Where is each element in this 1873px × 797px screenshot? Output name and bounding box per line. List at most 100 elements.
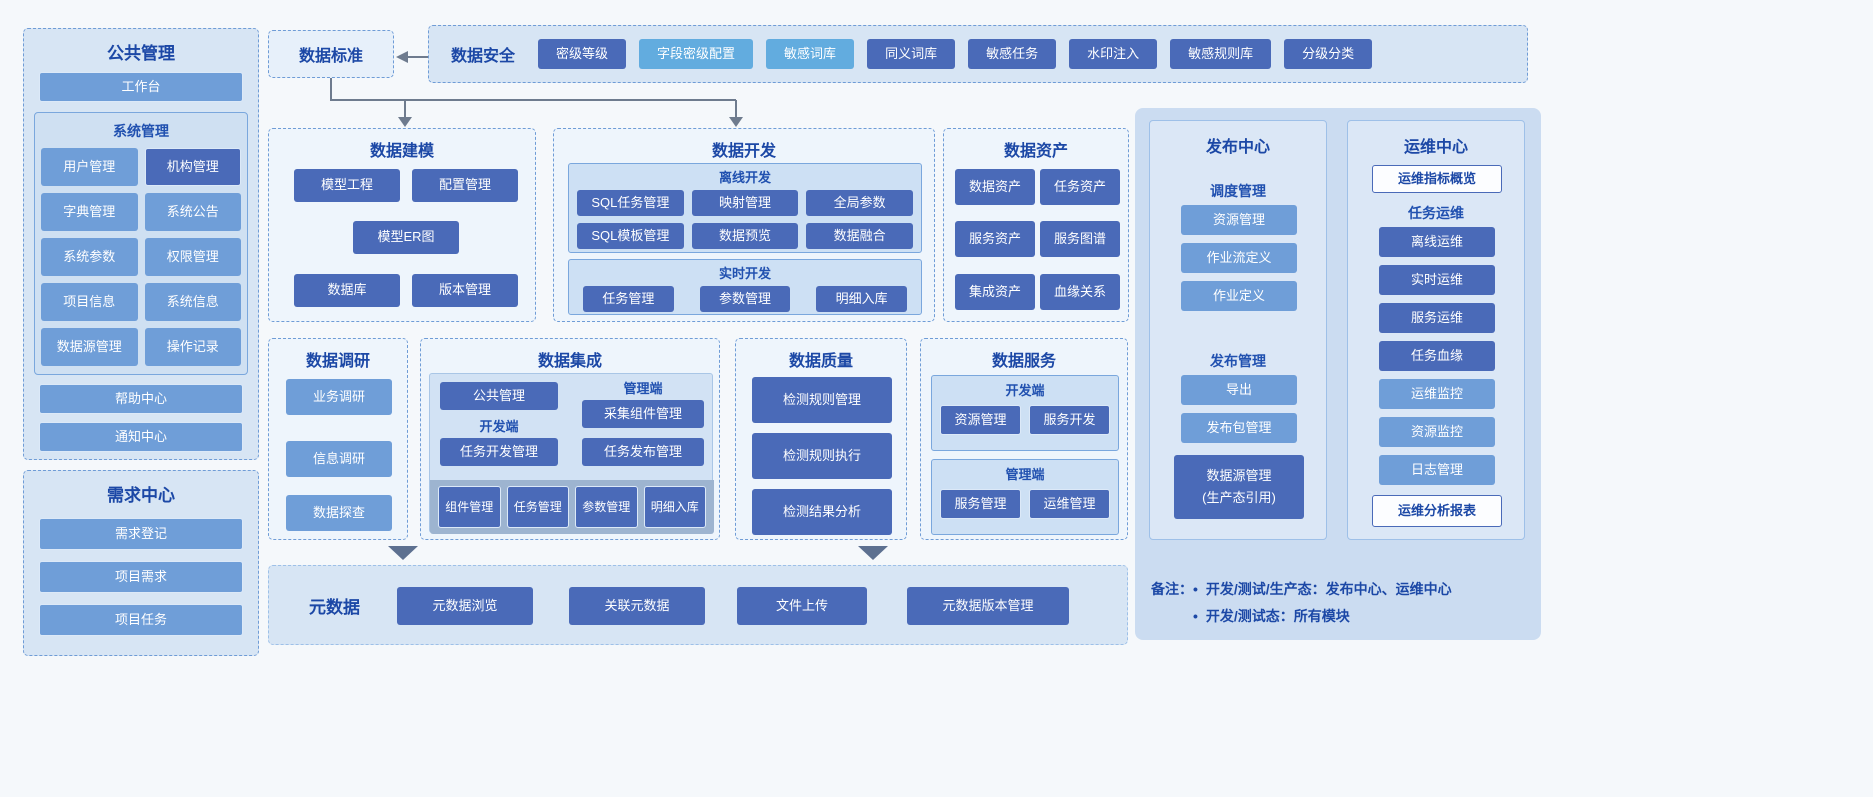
component-mgmt-button[interactable]: 组件管理 <box>438 486 501 528</box>
version-mgmt-button[interactable]: 版本管理 <box>412 274 518 307</box>
task-dev-mgmt-button[interactable]: 任务开发管理 <box>440 438 558 466</box>
offline-ops-button[interactable]: 离线运维 <box>1379 227 1495 257</box>
integration-public-mgmt-button[interactable]: 公共管理 <box>440 382 558 410</box>
task-asset-button[interactable]: 任务资产 <box>1040 169 1120 205</box>
metadata-version-button[interactable]: 元数据版本管理 <box>907 587 1069 625</box>
integration-asset-button[interactable]: 集成资产 <box>955 274 1035 310</box>
strip-task-mgmt-button[interactable]: 任务管理 <box>506 486 569 528</box>
system-notice-button[interactable]: 系统公告 <box>144 193 241 231</box>
strip-detail-store-button[interactable]: 明细入库 <box>643 486 706 528</box>
svc-resource-mgmt-button[interactable]: 资源管理 <box>940 405 1021 435</box>
remark-lines: • 开发/测试/生产态：发布中心、运维中心 • 开发/测试态：所有模块 <box>1193 576 1452 629</box>
public-mgmt-title: 公共管理 <box>107 44 175 63</box>
release-center-panel: 发布中心 调度管理 资源管理 作业流定义 作业定义 发布管理 导出 发布包管理 … <box>1149 120 1327 540</box>
sensitive-lexicon-button[interactable]: 敏感词库 <box>766 39 855 69</box>
project-task-button[interactable]: 项目任务 <box>39 604 243 636</box>
right-center-block: 发布中心 调度管理 资源管理 作业流定义 作业定义 发布管理 导出 发布包管理 … <box>1135 108 1541 640</box>
help-center-button[interactable]: 帮助中心 <box>39 384 243 414</box>
task-lineage-button[interactable]: 任务血缘 <box>1379 341 1495 371</box>
notice-center-button[interactable]: 通知中心 <box>39 422 243 452</box>
arrow-left-icon <box>396 51 408 63</box>
project-demand-button[interactable]: 项目需求 <box>39 561 243 593</box>
log-mgmt-button[interactable]: 日志管理 <box>1379 455 1495 485</box>
global-param-button[interactable]: 全局参数 <box>806 190 914 216</box>
sensitive-rule-lib-button[interactable]: 敏感规则库 <box>1170 39 1272 69</box>
jobflow-def-button[interactable]: 作业流定义 <box>1181 243 1297 273</box>
data-research-panel: 数据调研 业务调研 信息调研 数据探查 <box>268 338 408 540</box>
ops-report-button[interactable]: 运维分析报表 <box>1372 495 1502 527</box>
ops-metric-overview-button[interactable]: 运维指标概览 <box>1372 165 1502 193</box>
rule-exec-button[interactable]: 检测规则执行 <box>752 433 892 479</box>
classification-button[interactable]: 分级分类 <box>1284 39 1373 69</box>
arrow-down-icon <box>729 117 743 127</box>
data-standard-title: 数据标准 <box>298 48 363 65</box>
workbench-button[interactable]: 工作台 <box>39 72 243 102</box>
watermark-inject-button[interactable]: 水印注入 <box>1069 39 1158 69</box>
database-button[interactable]: 数据库 <box>294 274 400 307</box>
security-level-button[interactable]: 密级等级 <box>538 39 627 69</box>
config-mgmt-button[interactable]: 配置管理 <box>412 169 518 202</box>
dict-mgmt-button[interactable]: 字典管理 <box>41 193 138 231</box>
public-mgmt-panel: 公共管理 工作台 系统管理 用户管理 机构管理 字典管理 系统公告 系统参数 权… <box>23 28 259 460</box>
lineage-button[interactable]: 血缘关系 <box>1040 274 1120 310</box>
demand-center-panel: 需求中心 需求登记 项目需求 项目任务 <box>23 470 259 656</box>
system-param-button[interactable]: 系统参数 <box>41 238 138 276</box>
permission-mgmt-button[interactable]: 权限管理 <box>144 238 241 276</box>
service-asset-button[interactable]: 服务资产 <box>955 221 1035 257</box>
operation-log-button[interactable]: 操作记录 <box>144 328 241 366</box>
field-security-config-button[interactable]: 字段密级配置 <box>639 39 754 69</box>
ops-monitor-button[interactable]: 运维监控 <box>1379 379 1495 409</box>
synonym-lexicon-button[interactable]: 同义词库 <box>867 39 956 69</box>
package-mgmt-button[interactable]: 发布包管理 <box>1181 413 1297 443</box>
system-mgmt-panel: 系统管理 用户管理 机构管理 字典管理 系统公告 系统参数 权限管理 项目信息 … <box>34 112 248 375</box>
ops-mgmt-button[interactable]: 运维管理 <box>1029 489 1110 519</box>
sched-resource-mgmt-button[interactable]: 资源管理 <box>1181 205 1297 235</box>
model-project-button[interactable]: 模型工程 <box>294 169 400 202</box>
metadata-browse-button[interactable]: 元数据浏览 <box>397 587 533 625</box>
org-mgmt-button[interactable]: 机构管理 <box>144 148 241 186</box>
schedule-mgmt-label: 调度管理 <box>1210 183 1266 199</box>
realtime-ops-button[interactable]: 实时运维 <box>1379 265 1495 295</box>
data-preview-button[interactable]: 数据预览 <box>691 223 799 249</box>
integration-mgmt-side-label: 管理端 <box>623 381 663 396</box>
system-info-button[interactable]: 系统信息 <box>144 283 241 321</box>
sql-template-mgmt-button[interactable]: SQL模板管理 <box>577 223 684 249</box>
data-fusion-button[interactable]: 数据融合 <box>806 223 914 249</box>
demand-register-button[interactable]: 需求登记 <box>39 518 243 550</box>
service-dev-button[interactable]: 服务开发 <box>1029 405 1110 435</box>
file-upload-button[interactable]: 文件上传 <box>737 587 867 625</box>
collector-mgmt-button[interactable]: 采集组件管理 <box>582 400 704 428</box>
service-graph-button[interactable]: 服务图谱 <box>1040 221 1120 257</box>
related-metadata-button[interactable]: 关联元数据 <box>569 587 705 625</box>
param-mgmt-button[interactable]: 参数管理 <box>699 286 791 312</box>
task-publish-mgmt-button[interactable]: 任务发布管理 <box>582 438 704 466</box>
sql-task-mgmt-button[interactable]: SQL任务管理 <box>577 190 684 216</box>
task-mgmt-button[interactable]: 任务管理 <box>583 286 674 312</box>
mapping-mgmt-button[interactable]: 映射管理 <box>691 190 799 216</box>
service-ops-button[interactable]: 服务运维 <box>1379 303 1495 333</box>
data-assets-title: 数据资产 <box>1003 143 1068 160</box>
data-quality-panel: 数据质量 检测规则管理 检测规则执行 检测结果分析 <box>735 338 907 540</box>
export-button[interactable]: 导出 <box>1181 375 1297 405</box>
user-mgmt-button[interactable]: 用户管理 <box>41 148 138 186</box>
rule-mgmt-button[interactable]: 检测规则管理 <box>752 377 892 423</box>
bullet-icon: • <box>1193 581 1198 597</box>
datasource-mgmt-button[interactable]: 数据源管理 <box>41 328 138 366</box>
data-asset-button[interactable]: 数据资产 <box>955 169 1035 205</box>
datasource-ref-button[interactable]: 数据源管理 (生产态引用) <box>1174 455 1304 519</box>
project-info-button[interactable]: 项目信息 <box>41 283 138 321</box>
data-explore-button[interactable]: 数据探查 <box>286 495 392 531</box>
remark-prefix: 备注： <box>1151 581 1193 597</box>
job-def-button[interactable]: 作业定义 <box>1181 281 1297 311</box>
info-research-button[interactable]: 信息调研 <box>286 441 392 477</box>
data-dev-title: 数据开发 <box>711 143 776 160</box>
strip-param-mgmt-button[interactable]: 参数管理 <box>575 486 638 528</box>
resource-monitor-button[interactable]: 资源监控 <box>1379 417 1495 447</box>
result-analysis-button[interactable]: 检测结果分析 <box>752 489 892 535</box>
service-mgmt-button[interactable]: 服务管理 <box>940 489 1021 519</box>
detail-store-button[interactable]: 明细入库 <box>816 286 908 312</box>
sensitive-task-button[interactable]: 敏感任务 <box>968 39 1057 69</box>
business-research-button[interactable]: 业务调研 <box>286 379 392 415</box>
model-er-button[interactable]: 模型ER图 <box>353 221 459 254</box>
metadata-title: 元数据 <box>309 597 360 617</box>
